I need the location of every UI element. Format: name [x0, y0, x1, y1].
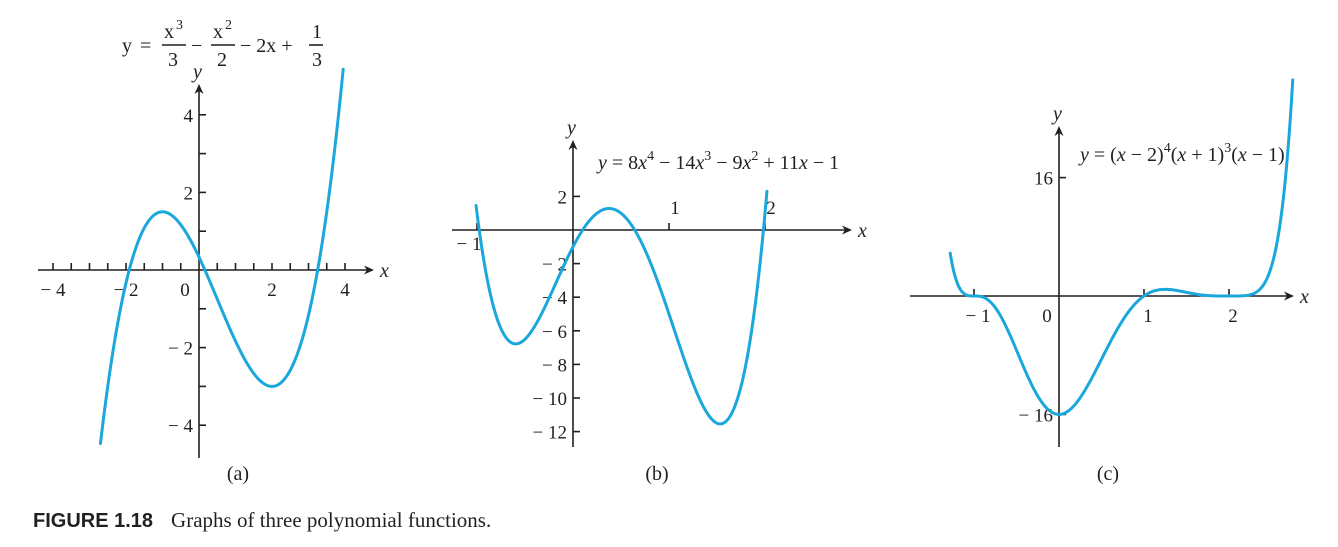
panel-b-curve — [474, 189, 769, 426]
y-tick-label: 4 — [184, 106, 194, 127]
eq-a-t3-num: 1 — [312, 21, 322, 43]
y-tick-label: − 10 — [533, 389, 567, 410]
x-tick-label: − 1 — [457, 234, 482, 255]
y-axis-arrow — [194, 84, 204, 94]
panel-a-subcaption: (a) — [227, 463, 249, 485]
eq-b-c1: 8 — [628, 152, 638, 174]
x-axis-label: x — [857, 220, 867, 242]
panel-a-curve-group — [98, 67, 345, 446]
eq-b-e2: 3 — [704, 149, 711, 164]
x-axis-label: x — [1299, 286, 1309, 308]
eq-b-x4: x — [798, 152, 808, 174]
y-tick-label: − 6 — [542, 322, 567, 343]
eq-b-e3: 2 — [751, 149, 758, 164]
eq-a-equals: = — [140, 35, 151, 57]
eq-b-y: y — [596, 152, 607, 174]
y-tick-label: 2 — [184, 183, 194, 204]
eq-a-t2-den: 2 — [217, 49, 227, 71]
x-tick-label: 4 — [340, 280, 350, 301]
eq-a-t1-den: 3 — [168, 49, 178, 71]
y-tick-label: − 16 — [1019, 405, 1053, 426]
eq-b-eq: = — [612, 152, 623, 174]
x-tick-label: 0 — [1042, 306, 1052, 327]
eq-b-x3: x — [742, 152, 752, 174]
x-tick-label: 1 — [1143, 306, 1153, 327]
y-axis-label: y — [1051, 103, 1062, 125]
eq-b-x2: x — [694, 152, 704, 174]
panel-a-axes: x y − 4 − 2 0 2 4 − 4 − 2 2 4 — [38, 61, 389, 458]
panel-a-equation: y = x 3 3 − x 2 2 − 2x + 1 3 — [122, 18, 323, 71]
eq-c-eb: 3 — [1224, 141, 1231, 156]
x-tick-label: 0 — [180, 280, 190, 301]
y-tick-label: 16 — [1034, 169, 1053, 190]
eq-a-t2-num: x — [213, 21, 223, 43]
eq-a-minus1: − — [191, 35, 202, 57]
panel-c-subcaption: (c) — [1097, 463, 1119, 485]
eq-c-a: − 2) — [1126, 144, 1164, 166]
x-axis-label: x — [379, 260, 389, 282]
panel-a-curve — [98, 67, 345, 446]
y-axis-label: y — [565, 117, 576, 139]
y-tick-label: 2 — [558, 187, 568, 208]
eq-b-m4: − 1 — [813, 152, 839, 174]
panel-c-equation: y = (x − 2)4(x + 1)3(x − 1) — [1078, 141, 1285, 166]
x-tick-label: 2 — [1228, 306, 1238, 327]
eq-c-b1: ( — [1171, 144, 1178, 166]
eq-a-t2-exp: 2 — [225, 18, 232, 33]
eq-c-xb: x — [1176, 144, 1186, 166]
y-tick-label: − 2 — [168, 339, 193, 360]
y-tick-label: − 4 — [542, 288, 567, 309]
caption-text: Graphs of three polynomial functions. — [171, 508, 492, 532]
eq-a-t1-exp: 3 — [176, 18, 183, 33]
eq-b-p3: + 11 — [763, 152, 799, 174]
eq-b-m2: − 9 — [716, 152, 742, 174]
eq-a-rest: − 2x + — [240, 35, 293, 57]
eq-c-xa: x — [1116, 144, 1126, 166]
y-axis-arrow — [1054, 126, 1064, 136]
eq-a-t1-num: x — [164, 21, 174, 43]
y-tick-label: − 12 — [533, 423, 567, 444]
eq-c-eq: = ( — [1094, 144, 1117, 166]
x-tick-label: − 1 — [966, 306, 991, 327]
figure-caption: FIGURE 1.18 Graphs of three polynomial f… — [33, 508, 491, 533]
eq-c-xc: x — [1237, 144, 1247, 166]
x-axis-arrow — [364, 265, 374, 275]
panel-b-subcaption: (b) — [645, 463, 668, 485]
panel-c-curve — [948, 78, 1295, 416]
eq-c-y: y — [1078, 144, 1089, 166]
x-tick-label: − 4 — [41, 280, 66, 301]
eq-c-b: + 1) — [1186, 144, 1224, 166]
y-axis-arrow — [568, 140, 578, 150]
x-axis-arrow — [1284, 291, 1294, 301]
eq-c-ea: 4 — [1164, 141, 1171, 156]
eq-a-y: y — [122, 35, 132, 57]
eq-b-x1: x — [637, 152, 647, 174]
x-tick-label: 2 — [766, 198, 776, 219]
y-tick-label: − 8 — [542, 355, 567, 376]
eq-b-m1: − 14 — [659, 152, 695, 174]
x-axis-arrow — [842, 225, 852, 235]
x-tick-label: 1 — [670, 198, 680, 219]
eq-b-e1: 4 — [647, 149, 654, 164]
x-tick-label: − 2 — [114, 280, 139, 301]
eq-a-t3-den: 3 — [312, 49, 322, 71]
eq-c-c: − 1) — [1247, 144, 1285, 166]
x-tick-label: 2 — [267, 280, 277, 301]
eq-c-c1: ( — [1231, 144, 1238, 166]
panel-b-curve-group — [474, 189, 769, 426]
panel-c-axes: x y − 1 0 1 2 16 − 16 — [910, 103, 1309, 447]
y-tick-label: − 4 — [168, 416, 193, 437]
y-axis-label: y — [191, 61, 202, 83]
panel-c-curve-group — [948, 78, 1295, 416]
panel-b-equation: y = 8x4 − 14x3 − 9x2 + 11x − 1 — [596, 143, 839, 174]
caption-label: FIGURE 1.18 — [33, 510, 154, 532]
